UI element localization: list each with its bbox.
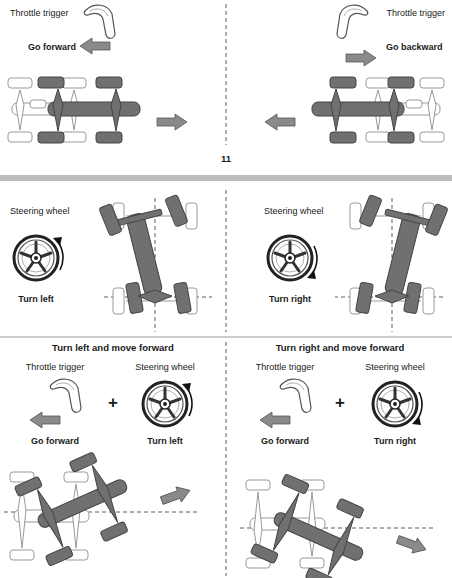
control-label: Turn right bbox=[269, 294, 311, 304]
illustration bbox=[373, 382, 417, 426]
control-label: Throttle trigger bbox=[26, 362, 85, 372]
illustration bbox=[14, 236, 58, 280]
divider-line bbox=[226, 190, 227, 332]
separator-bar bbox=[0, 175, 452, 181]
illustration bbox=[84, 5, 115, 38]
divider-line bbox=[226, 342, 227, 576]
illustration bbox=[80, 38, 110, 54]
illustration bbox=[53, 237, 63, 270]
control-label: Steering wheel bbox=[10, 206, 70, 216]
illustration bbox=[260, 412, 290, 428]
illustration bbox=[182, 383, 192, 416]
control-label: Steering wheel bbox=[264, 206, 324, 216]
illustration bbox=[346, 50, 376, 66]
control-label: Turn left and move forward bbox=[52, 343, 174, 354]
illustration bbox=[280, 379, 311, 412]
control-label: Steering wheel bbox=[365, 362, 425, 372]
illustration bbox=[240, 474, 436, 578]
plus-sign: + bbox=[108, 393, 118, 413]
control-label: Throttle trigger bbox=[10, 8, 69, 18]
control-label: Go forward bbox=[261, 436, 309, 446]
divider-line bbox=[226, 4, 227, 145]
control-label: Throttle trigger bbox=[256, 362, 315, 372]
illustration bbox=[307, 246, 317, 279]
control-label: Throttle trigger bbox=[386, 8, 445, 18]
illustration bbox=[99, 194, 212, 332]
illustration bbox=[337, 5, 368, 38]
control-label: Turn left bbox=[18, 294, 53, 304]
control-label: Go forward bbox=[28, 42, 76, 52]
illustration bbox=[335, 194, 448, 332]
control-label: Go forward bbox=[31, 436, 79, 446]
separator-line bbox=[0, 336, 452, 338]
illustration bbox=[143, 382, 187, 426]
control-label: Go backward bbox=[386, 42, 443, 52]
illustration bbox=[8, 77, 187, 143]
illustration bbox=[268, 236, 312, 280]
plus-sign: + bbox=[335, 393, 345, 413]
illustration bbox=[265, 77, 444, 143]
illustration bbox=[4, 445, 200, 566]
illustration bbox=[50, 379, 81, 412]
illustration bbox=[30, 412, 60, 428]
control-label: Turn left bbox=[147, 436, 182, 446]
control-label: Turn right and move forward bbox=[276, 343, 405, 354]
control-label: Steering wheel bbox=[135, 362, 195, 372]
page-number: 11 bbox=[221, 154, 231, 165]
illustration bbox=[412, 392, 422, 425]
control-label: Turn right bbox=[374, 436, 416, 446]
